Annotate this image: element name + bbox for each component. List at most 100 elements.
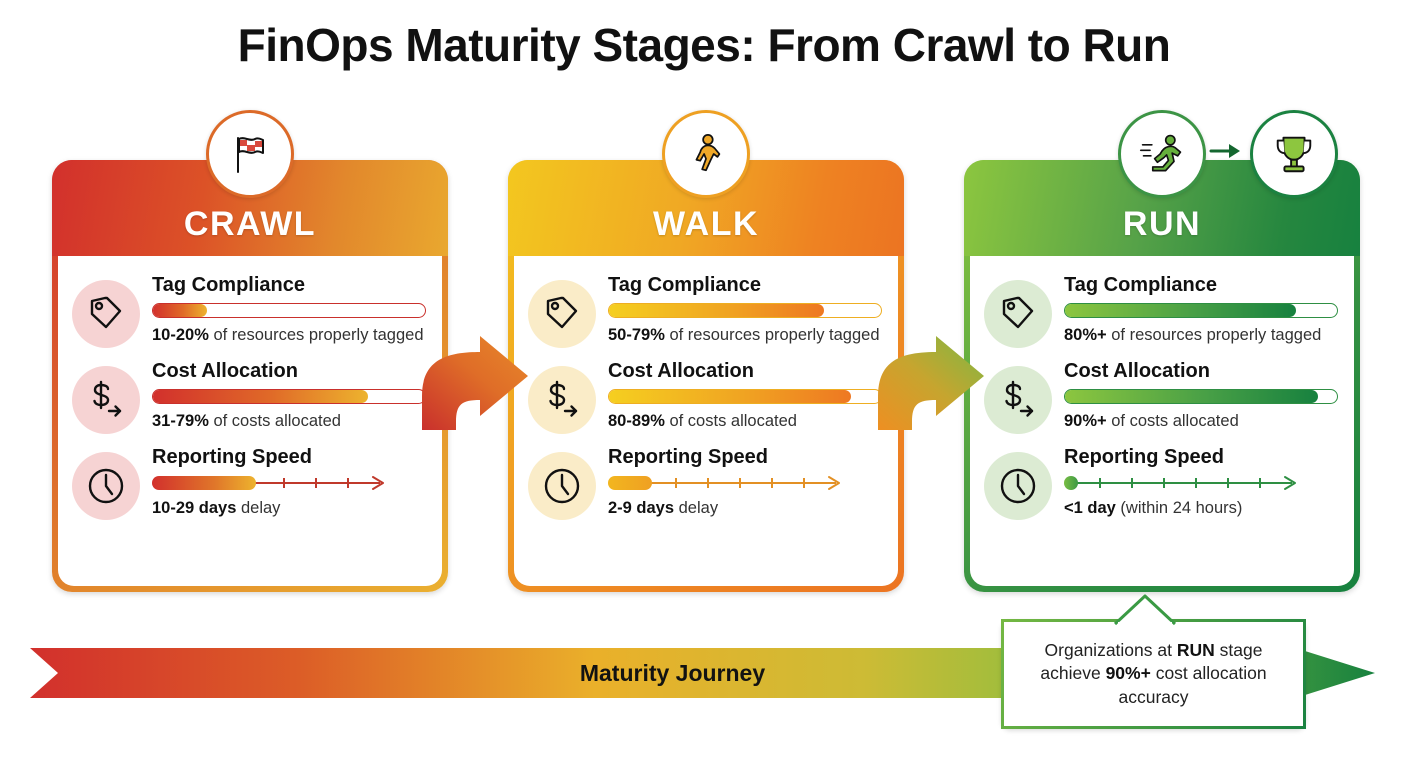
- metric-value: 31-79%: [152, 412, 209, 430]
- metric-content: Reporting Speed: [608, 442, 882, 518]
- metric-description: 90%+ of costs allocated: [1064, 411, 1338, 431]
- metric-row-cost-allocation: Cost Allocation 90%+ of costs allocated: [984, 356, 1338, 434]
- speed-track-crawl: [152, 475, 426, 491]
- stage-body-walk: Tag Compliance 50-79% of resources prope…: [514, 256, 898, 586]
- connector-arrow-walk-to-run: [874, 330, 994, 435]
- metric-value: 50-79%: [608, 326, 665, 344]
- progress-bar-fill: [609, 390, 852, 403]
- speed-track-walk: [608, 475, 882, 491]
- metric-description: 80%+ of resources properly tagged: [1064, 325, 1338, 345]
- running-person-icon: [1118, 110, 1206, 198]
- metric-suffix: of resources properly tagged: [1106, 326, 1322, 344]
- metric-content: Cost Allocation 31-79% of costs allocate…: [152, 356, 426, 431]
- tag-icon: [984, 280, 1052, 348]
- progress-bar-tag-compliance: [608, 303, 882, 318]
- dollar-arrow-icon: [72, 366, 140, 434]
- metric-description: 10-29 days delay: [152, 498, 426, 518]
- tag-icon: [528, 280, 596, 348]
- clock-icon: [72, 452, 140, 520]
- metric-suffix: of costs allocated: [1106, 412, 1239, 430]
- stage-card-walk[interactable]: WALK Tag Compliance 50-79% of resources: [508, 160, 904, 592]
- metric-suffix: (within 24 hours): [1115, 499, 1243, 517]
- metric-suffix: of resources properly tagged: [208, 326, 424, 344]
- dollar-arrow-icon: [984, 366, 1052, 434]
- callout-pointer: [1110, 594, 1180, 631]
- checkered-flag-icon: [206, 110, 294, 198]
- metric-row-tag-compliance: Tag Compliance 10-20% of resources prope…: [72, 270, 426, 348]
- metric-description: 10-20% of resources properly tagged: [152, 325, 426, 345]
- metric-label: Reporting Speed: [1064, 446, 1225, 468]
- progress-bar-tag-compliance: [152, 303, 426, 318]
- callout-text-part: stage achieve: [1040, 640, 1263, 684]
- stage-card-run[interactable]: RUN Tag Compliance 80%+ of resources pr: [964, 160, 1360, 592]
- callout-box: Organizations at RUN stage achieve 90%+ …: [1001, 619, 1306, 729]
- metric-value: <1 day: [1064, 499, 1116, 517]
- metric-value: 80%+: [1064, 326, 1107, 344]
- progress-bar-fill: [153, 304, 208, 317]
- metric-content: Reporting Speed: [1064, 442, 1338, 518]
- callout-text-part: Organizations at: [1044, 640, 1177, 661]
- stage-title-crawl: CRAWL: [183, 205, 317, 243]
- progress-bar-fill: [609, 304, 824, 317]
- metric-value: 90%+: [1064, 412, 1107, 430]
- metric-label: Cost Allocation: [152, 360, 298, 382]
- clock-icon: [984, 452, 1052, 520]
- metric-label: Tag Compliance: [1064, 274, 1217, 296]
- progress-bar-fill: [1065, 390, 1318, 403]
- metric-suffix: delay: [674, 499, 719, 517]
- metric-label: Tag Compliance: [152, 274, 305, 296]
- stage-title-walk: WALK: [652, 205, 760, 243]
- speed-track-run: [1064, 475, 1338, 491]
- metric-label: Cost Allocation: [1064, 360, 1210, 382]
- arrow-right-icon: [1209, 140, 1243, 167]
- metric-value: 80-89%: [608, 412, 665, 430]
- metric-row-tag-compliance: Tag Compliance 80%+ of resources properl…: [984, 270, 1338, 348]
- metric-row-reporting-speed: Reporting Speed 10-29 days: [72, 442, 426, 520]
- stage-card-crawl[interactable]: CRAWL Tag Compliance 10-20% of resource: [52, 160, 448, 592]
- metric-label: Reporting Speed: [608, 446, 769, 468]
- metric-label: Tag Compliance: [608, 274, 761, 296]
- trophy-icon: [1250, 110, 1338, 198]
- metric-suffix: of costs allocated: [208, 412, 341, 430]
- metric-content: Cost Allocation 80-89% of costs allocate…: [608, 356, 882, 431]
- progress-bar-fill: [1065, 304, 1297, 317]
- stage-title-run: RUN: [1122, 205, 1202, 243]
- tag-icon: [72, 280, 140, 348]
- metric-description: 80-89% of costs allocated: [608, 411, 882, 431]
- clock-icon: [528, 452, 596, 520]
- metric-description: <1 day (within 24 hours): [1064, 498, 1338, 518]
- metric-row-reporting-speed: Reporting Speed: [528, 442, 882, 520]
- metric-value: 10-20%: [152, 326, 209, 344]
- dollar-arrow-icon: [528, 366, 596, 434]
- metric-row-reporting-speed: Reporting Speed: [984, 442, 1338, 520]
- speed-fill: [152, 476, 257, 490]
- metric-content: Tag Compliance 80%+ of resources properl…: [1064, 270, 1338, 345]
- speed-fill: [608, 476, 652, 490]
- progress-bar-fill: [153, 390, 368, 403]
- stage-body-crawl: Tag Compliance 10-20% of resources prope…: [58, 256, 442, 586]
- metric-content: Reporting Speed 10-29 days: [152, 442, 426, 518]
- metric-description: 2-9 days delay: [608, 498, 882, 518]
- progress-bar-cost-allocation: [152, 389, 426, 404]
- metric-suffix: delay: [236, 499, 281, 517]
- metric-row-cost-allocation: Cost Allocation 31-79% of costs allocate…: [72, 356, 426, 434]
- metric-value: 2-9 days: [608, 499, 675, 517]
- page-title: FinOps Maturity Stages: From Crawl to Ru…: [237, 19, 1171, 71]
- walking-person-icon: [662, 110, 750, 198]
- metric-description: 50-79% of resources properly tagged: [608, 325, 882, 345]
- metric-content: Cost Allocation 90%+ of costs allocated: [1064, 356, 1338, 431]
- speed-fill: [1064, 476, 1078, 490]
- progress-bar-cost-allocation: [608, 389, 882, 404]
- metric-content: Tag Compliance 50-79% of resources prope…: [608, 270, 882, 345]
- metric-label: Cost Allocation: [608, 360, 754, 382]
- metric-suffix: of resources properly tagged: [664, 326, 880, 344]
- callout-bold-run: RUN: [1176, 640, 1215, 661]
- metric-label: Reporting Speed: [152, 446, 313, 468]
- progress-bar-tag-compliance: [1064, 303, 1338, 318]
- progress-bar-cost-allocation: [1064, 389, 1338, 404]
- callout-text: Organizations at RUN stage achieve 90%+ …: [1018, 639, 1289, 708]
- metric-description: 31-79% of costs allocated: [152, 411, 426, 431]
- connector-arrow-crawl-to-walk: [418, 330, 538, 435]
- callout-bold-pct: 90%+: [1105, 663, 1151, 684]
- metric-content: Tag Compliance 10-20% of resources prope…: [152, 270, 426, 345]
